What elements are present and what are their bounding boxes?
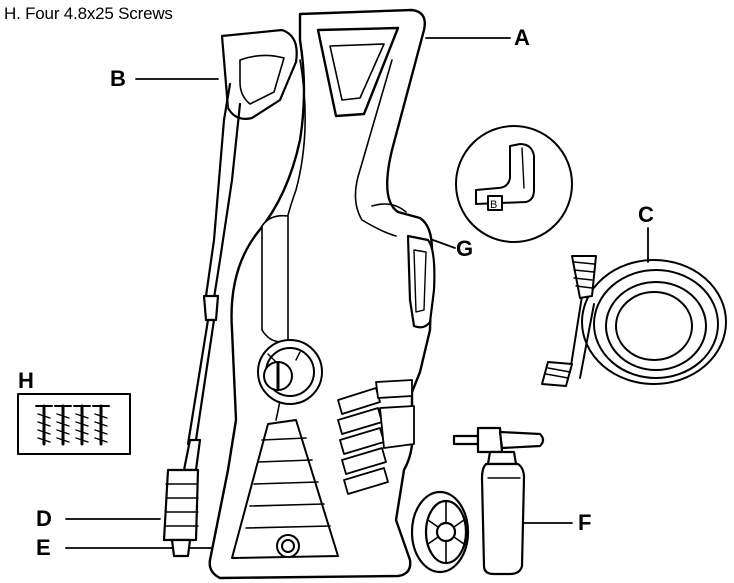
lance-tube <box>186 318 216 446</box>
label-d: D <box>36 506 52 531</box>
label-a: A <box>514 25 530 50</box>
outlet-port <box>276 534 300 558</box>
label-e: E <box>36 535 51 560</box>
hose-coil <box>541 255 727 387</box>
spray-gun <box>182 28 298 472</box>
lance-left <box>204 82 232 298</box>
power-knob <box>257 339 323 405</box>
nozzle <box>162 468 200 558</box>
screw-4 <box>92 404 110 446</box>
label-b: B <box>110 66 126 91</box>
wheel <box>410 490 470 574</box>
front-grille <box>231 419 339 559</box>
hook-detail-callout: B <box>455 125 573 243</box>
screws-caption: H. Four 4.8x25 Screws <box>4 4 173 23</box>
label-f: F <box>578 510 592 535</box>
foam-bottle <box>452 426 545 576</box>
screw-1 <box>35 404 53 446</box>
lance-connector <box>202 294 220 322</box>
label-g: G <box>456 236 474 261</box>
side-recess <box>261 214 289 343</box>
lance-right <box>212 102 242 300</box>
screw-3 <box>73 404 91 446</box>
body-contour-right <box>354 59 397 237</box>
label-h: H <box>18 368 34 393</box>
handle-inner <box>329 43 385 101</box>
side-vents <box>337 379 415 495</box>
lance-tip <box>182 438 202 472</box>
screw-box <box>17 393 131 455</box>
label-c: C <box>638 202 654 227</box>
screw-2 <box>54 404 72 446</box>
hook-detail-glyph: B <box>490 199 497 211</box>
hose-hook <box>406 234 436 329</box>
